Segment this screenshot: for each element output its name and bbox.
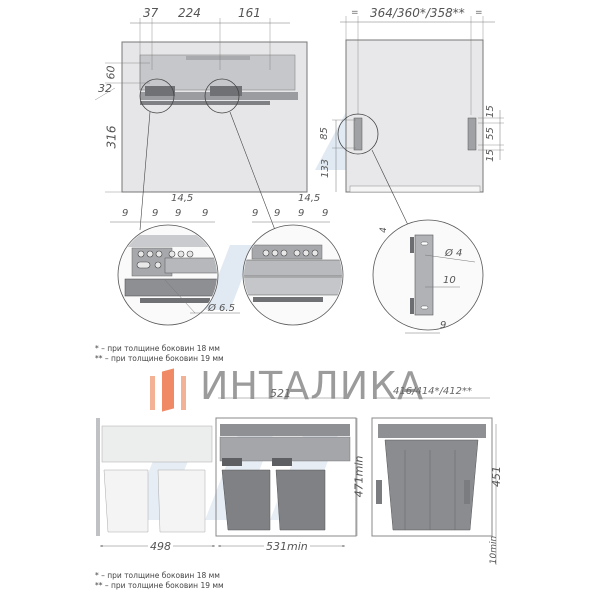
logo-icon: [150, 368, 186, 412]
dim-37: 37: [143, 6, 159, 20]
detail-middle-9c: 9: [298, 208, 305, 219]
dim-133: 133: [320, 158, 332, 179]
dim-15-top: 15: [484, 105, 496, 118]
detail-left-hole: Ø 6.5: [208, 303, 235, 314]
bottom-front-view: [96, 397, 358, 547]
detail-left-9b: 9: [152, 208, 159, 219]
footnote-19mm: ** – при толщине боковин 19 мм: [95, 581, 224, 590]
top-front-view: [94, 18, 308, 231]
dim-451: 451: [490, 466, 503, 487]
footnote-18mm: * – при толщине боковин 18 мм: [95, 571, 220, 580]
bottom-side-view: [371, 397, 497, 565]
detail-right: [372, 219, 484, 334]
detail-right-4: 4: [378, 227, 389, 233]
top-side-view: [332, 16, 504, 226]
dim-15-bottom: 15: [484, 149, 496, 162]
eq-mark-right: =: [475, 8, 483, 18]
dim-471min: 471min: [352, 455, 366, 498]
dim-224: 224: [178, 6, 201, 20]
dim-498: 498: [148, 540, 173, 553]
dim-531min: 531min: [264, 540, 310, 553]
detail-right-hole: Ø 4: [445, 248, 463, 259]
dim-60: 60: [104, 65, 118, 80]
dim-32: 32: [98, 82, 112, 95]
footnote-bottom: * – при толщине боковин 18 мм ** – при т…: [95, 571, 224, 591]
dim-55: 55: [484, 127, 496, 140]
detail-middle-9a: 9: [252, 208, 259, 219]
footnote-19mm: ** – при толщине боковин 19 мм: [95, 354, 224, 363]
logo: ИНТАЛИКА: [150, 364, 460, 414]
footnote-top: * – при толщине боковин 18 мм ** – при т…: [95, 344, 224, 364]
detail-middle-9d: 9: [322, 208, 329, 219]
detail-left-9d: 9: [202, 208, 209, 219]
detail-right-9: 9: [440, 320, 447, 331]
dim-side-416: 416/414*/412**: [393, 386, 472, 397]
dim-316: 316: [104, 125, 119, 149]
logo-text: ИНТАЛИКА: [200, 364, 425, 408]
dim-521: 521: [270, 387, 291, 400]
detail-right-10: 10: [443, 275, 456, 286]
detail-left-9a: 9: [122, 208, 129, 219]
dim-161: 161: [238, 6, 261, 20]
eq-mark-left: =: [351, 8, 359, 18]
detail-left: [110, 221, 240, 326]
detail-middle-pitch: 14,5: [298, 193, 321, 204]
detail-middle-9b: 9: [274, 208, 281, 219]
footnote-18mm: * – при толщине боковин 18 мм: [95, 344, 220, 353]
dim-side-width: 364/360*/358**: [370, 6, 465, 20]
detail-left-9c: 9: [175, 208, 182, 219]
detail-left-pitch: 14,5: [171, 193, 194, 204]
dim-10min: 10min: [489, 535, 500, 565]
detail-middle: [242, 221, 344, 326]
dim-85: 85: [318, 127, 330, 140]
